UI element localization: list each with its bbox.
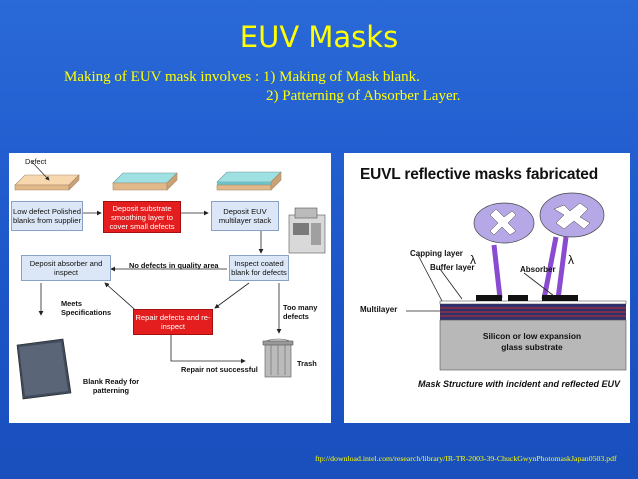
low-defect-blanks-step: Low defect Polished blanks from supplier [11, 201, 83, 231]
polished-blank-wafer-icon [14, 174, 80, 191]
deposit-smoothing-layer-step: Deposit substrate smoothing layer to cov… [103, 201, 181, 233]
flow-connectors [14, 161, 326, 400]
mask-blank-flow-panel: Defect Low defect Polished blanks from s… [9, 153, 331, 423]
multilayer-blank-wafer-icon [216, 171, 282, 191]
lambda-label-1: λ [470, 253, 476, 267]
glass-substrate [439, 319, 627, 371]
capping-layer [439, 300, 627, 305]
euvl-mask-panel: Capping layer Buffer layer Absorber λ λ … [344, 153, 630, 423]
intro-line-1: Making of EUV mask involves : 1) Making … [64, 69, 420, 85]
inspection-tool-icon [288, 207, 326, 254]
absorber-pad-1 [476, 295, 502, 301]
lambda-label-2: λ [568, 253, 574, 267]
mask-pattern-oval-icon [473, 202, 535, 244]
intro-line-2: 2) Patterning of Absorber Layer. [266, 88, 461, 104]
substrate-label: Silicon or low expansion glass substrate [482, 331, 582, 352]
meets-specifications-label: Meets Specifications [61, 299, 112, 317]
inspect-coated-blank-step: Inspect coated blank for defects [229, 255, 289, 281]
euvl-title: EUVL reflective masks fabricated [360, 166, 598, 183]
blank-ready-label: Blank Ready for patterning [82, 377, 140, 395]
reflected-beam-1 [541, 236, 559, 300]
absorber-pad-3 [542, 295, 578, 301]
deposit-multilayer-step: Deposit EUV multilayer stack [211, 201, 279, 231]
intro-text: Making of EUV mask involves : 1) Making … [64, 68, 624, 106]
absorber-pad-2 [508, 295, 528, 301]
defect-label: Defect [25, 157, 47, 166]
mask-structure-caption: Mask Structure with incident and reflect… [418, 379, 621, 389]
mask-blank-photo [16, 338, 72, 400]
trash-label: Trash [297, 359, 317, 368]
trash-can-icon [262, 338, 294, 378]
capping-layer-label: Capping layer [410, 249, 463, 258]
no-defects-label: No defects in quality area [129, 261, 219, 270]
repair-defects-step: Repair defects and re-inspect [133, 309, 213, 335]
absorber-label: Absorber [520, 265, 556, 274]
deposit-absorber-step: Deposit absorber and inspect [21, 255, 111, 281]
incident-beam-2 [555, 236, 569, 300]
mask-structure-drawing [406, 192, 627, 371]
too-many-defects-label: Too many defects [283, 303, 318, 321]
multilayer-label: Multilayer [360, 305, 398, 314]
mask-pattern-oval-icon-2 [539, 192, 605, 238]
source-footnote[interactable]: ftp://download.intel.com/research/librar… [315, 454, 617, 463]
incident-beam-1 [491, 244, 503, 299]
buffer-layer-label: Buffer layer [430, 263, 475, 272]
repair-not-successful-label: Repair not successful [181, 365, 258, 374]
smoothed-blank-wafer-icon [112, 172, 178, 191]
slide-title: EUV Masks [239, 20, 399, 54]
